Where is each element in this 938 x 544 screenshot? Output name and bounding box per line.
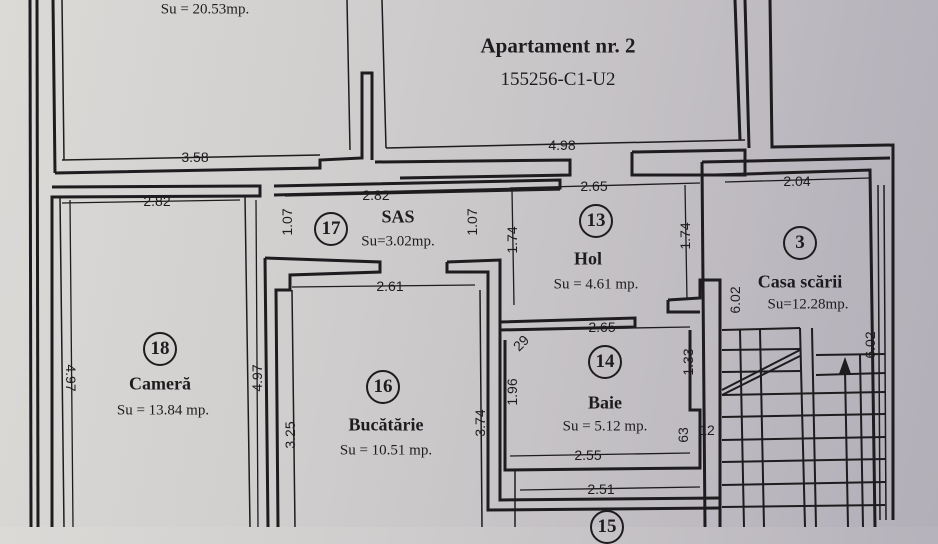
dimension-label: 4.98: [548, 137, 576, 153]
room-area-bucatarie: Su = 10.51 mp.: [339, 442, 433, 459]
top-room-area: Su = 20.53mp.: [160, 1, 250, 18]
dimension-label: 2.65: [588, 319, 616, 335]
room-number-17: 17: [314, 212, 348, 246]
dimension-label: 2.55: [574, 447, 602, 463]
dimension-label: 4.97: [249, 364, 265, 392]
staircase: [721, 184, 887, 527]
room-area-baie: Su = 5.12 mp.: [562, 418, 648, 435]
room-area-casa-scarii: Su=12.28mp.: [767, 296, 849, 313]
dimension-label: 12: [699, 422, 715, 438]
dimension-label: 4.97: [63, 364, 79, 392]
room-name-baie: Baie: [588, 392, 622, 413]
walls-corridor: [50, 178, 722, 527]
room-number-16: 16: [366, 370, 400, 404]
cadastral-code: 155256-C1-U2: [500, 69, 616, 90]
room-name-casa-scarii: Casa scării: [757, 271, 843, 292]
dimension-label: 6.02: [727, 286, 743, 314]
apartment-title: Apartament nr. 2: [480, 33, 636, 58]
dimension-label: 2.82: [143, 193, 171, 209]
floor-plan-walls: [28, 0, 895, 527]
room-number-15: 15: [590, 510, 624, 544]
dimension-label: 1.74: [504, 226, 520, 254]
dimension-label: 1.96: [504, 378, 520, 406]
walls-top-left-room: [51, 0, 374, 175]
dimension-label: 2.61: [376, 278, 404, 294]
room-number-14: 14: [588, 345, 622, 379]
dimension-label: 1.74: [677, 222, 693, 250]
dimension-label: 1.33: [680, 348, 696, 376]
room-name-hol: Hol: [573, 248, 603, 269]
dimension-lines: [61, 177, 871, 527]
dimension-label: 2.65: [580, 178, 608, 194]
dimension-label: 3.25: [282, 421, 298, 449]
walls-apartment-2: [374, 0, 895, 527]
dimension-label: 3.58: [181, 149, 209, 165]
room-number-18: 18: [143, 332, 177, 366]
dimension-label: 6.02: [862, 331, 878, 359]
dimension-label: 2.04: [783, 173, 811, 189]
dimension-label: 2.82: [362, 187, 390, 203]
room-number-13: 13: [579, 204, 613, 238]
dimension-label: 3.74: [472, 409, 488, 437]
room-name-sas: SAS: [381, 206, 415, 227]
dimension-label: 2.51: [587, 481, 615, 497]
room-name-bucatarie: Bucătărie: [348, 414, 424, 435]
room-area-camera: Su = 13.84 mp.: [116, 402, 210, 419]
room-number-3: 3: [783, 226, 817, 260]
outer-wall-left: [28, 0, 40, 527]
dimension-label: 1.07: [279, 208, 295, 236]
dimension-label: 1.07: [464, 208, 480, 236]
room-area-sas: Su=3.02mp.: [361, 233, 435, 250]
room-name-camera: Cameră: [129, 373, 191, 394]
room-area-hol: Su = 4.61 mp.: [553, 276, 639, 293]
dimension-label: 63: [675, 427, 691, 443]
